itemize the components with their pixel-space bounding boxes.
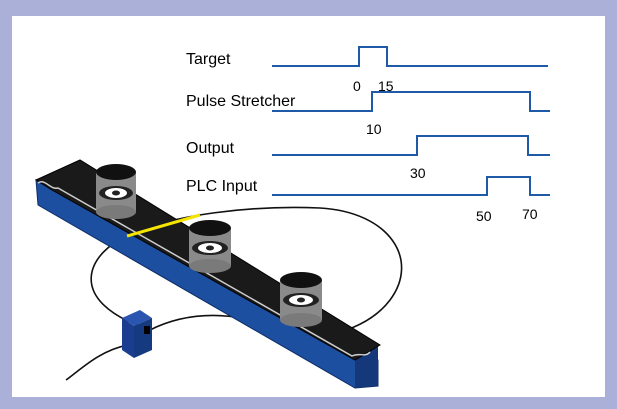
tick-50: 50 [476, 208, 492, 224]
signal-plc-input [272, 176, 550, 196]
signal-output [272, 135, 550, 156]
row-label-pulse-stretcher: Pulse Stretcher [186, 93, 296, 110]
frame-right [605, 0, 617, 409]
conveyor-side [35, 179, 379, 389]
signal-target [272, 46, 548, 67]
light-beam [126, 213, 201, 238]
row-label-target: Target [186, 51, 231, 68]
signal-pulse-stretcher [272, 91, 550, 112]
bottle-2-icon [189, 220, 231, 273]
row-label-plc-input: PLC Input [186, 178, 258, 195]
sensor-cable-upper [90, 206, 403, 336]
frame-top [0, 0, 617, 16]
photoelectric-sensor-icon [122, 310, 152, 358]
tick-0: 0 [353, 78, 361, 94]
row-label-output: Output [186, 140, 235, 157]
bottle-3-icon [280, 272, 322, 327]
frame-bottom [0, 397, 617, 409]
bottle-1-icon [96, 164, 136, 219]
sensor-cable-tail [65, 344, 129, 381]
tick-10: 10 [366, 121, 382, 137]
frame-left [0, 0, 12, 409]
tick-15: 15 [378, 78, 394, 94]
tick-70: 70 [522, 206, 538, 222]
tick-30: 30 [410, 165, 426, 181]
